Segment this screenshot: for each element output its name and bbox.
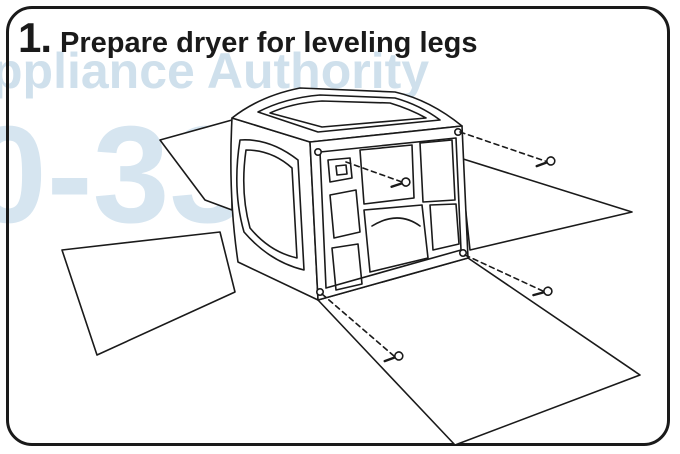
step-heading: 1.Prepare dryer for leveling legs [18, 14, 478, 62]
dryer-cabinet [230, 87, 469, 301]
guide-lines [321, 131, 549, 357]
screw-icon [390, 177, 411, 188]
screw-icon [535, 156, 556, 168]
flap-back-left [159, 119, 233, 211]
step-number: 1 [18, 14, 41, 61]
flap-left [61, 231, 236, 356]
flap-right [459, 157, 633, 251]
screw-icon [532, 286, 553, 297]
step-separator: . [40, 14, 53, 61]
step-title: Prepare dryer for leveling legs [60, 27, 478, 59]
screw-icon [383, 351, 404, 363]
instruction-panel [6, 6, 670, 446]
